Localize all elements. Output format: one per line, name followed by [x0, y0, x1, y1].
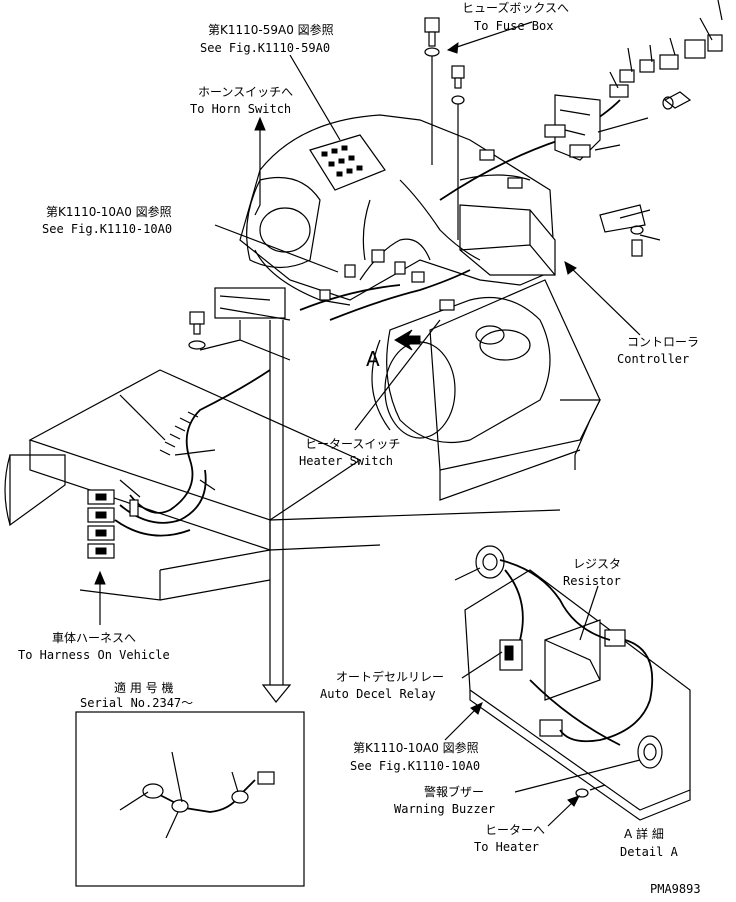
controller-en-label: Controller: [617, 352, 689, 366]
fig-59a0-en-label: See Fig.K1110-59A0: [200, 41, 330, 55]
detail-a: [464, 545, 691, 821]
fig-10a0-jp-label: 第K1110-10A0 図参照: [46, 204, 172, 219]
resistor-en-label: Resistor: [563, 574, 621, 588]
heater-switch-jp-label: ヒータースイッチ: [305, 437, 400, 451]
serial-jp-label: 適 用 号 機: [114, 680, 173, 695]
resistor-jp-label: レジスタ: [573, 557, 621, 571]
harness-jp-label: 車体ハーネスへ: [52, 631, 136, 645]
callout-labels: 第K1110-59A0 図参照 See Fig.K1110-59A0 ヒューズボ…: [18, 0, 701, 896]
warning-buzzer-jp-label: 警報ブザー: [424, 784, 484, 799]
to-heater-jp-label: ヒーターへ: [485, 823, 545, 837]
fuse-box-jp-label: ヒューズボックスへ: [462, 0, 569, 15]
to-heater-en-label: To Heater: [474, 840, 539, 854]
detail-a-en-label: Detail A: [620, 845, 679, 859]
fig-10a0b-jp-label: 第K1110-10A0 図参照: [353, 740, 479, 755]
auto-decel-relay-jp-label: オートデセルリレー: [336, 669, 444, 684]
heater-switch-en-label: Heater Switch: [299, 454, 393, 468]
view-a-label: A: [366, 347, 380, 371]
detail-a-jp-label: A 詳 細: [624, 826, 664, 841]
fuse-box-bolts: [188, 17, 465, 350]
auto-decel-relay-en-label: Auto Decel Relay: [320, 687, 436, 701]
harness-en-label: To Harness On Vehicle: [18, 648, 170, 662]
serial-en-label: Serial No.2347～: [80, 696, 193, 710]
serial-inset: [75, 711, 305, 887]
warning-buzzer-en-label: Warning Buzzer: [394, 802, 495, 816]
fig-59a0-jp-label: 第K1110-59A0 図参照: [208, 22, 334, 37]
console-assembly: [239, 99, 621, 501]
harness-connector-stack: [87, 489, 115, 559]
fig-10a0b-en-label: See Fig.K1110-10A0: [350, 759, 480, 773]
controller-jp-label: コントローラ: [627, 335, 699, 349]
drawing-number: PMA9893: [650, 882, 701, 896]
right-bracket-hardware: [544, 0, 723, 257]
horn-switch-jp-label: ホーンスイッチへ: [198, 85, 293, 99]
leader-lines: [94, 21, 641, 827]
horn-switch-en-label: To Horn Switch: [190, 102, 291, 116]
fuse-box-en-label: To Fuse Box: [474, 19, 553, 33]
fig-10a0-en-label: See Fig.K1110-10A0: [42, 222, 172, 236]
